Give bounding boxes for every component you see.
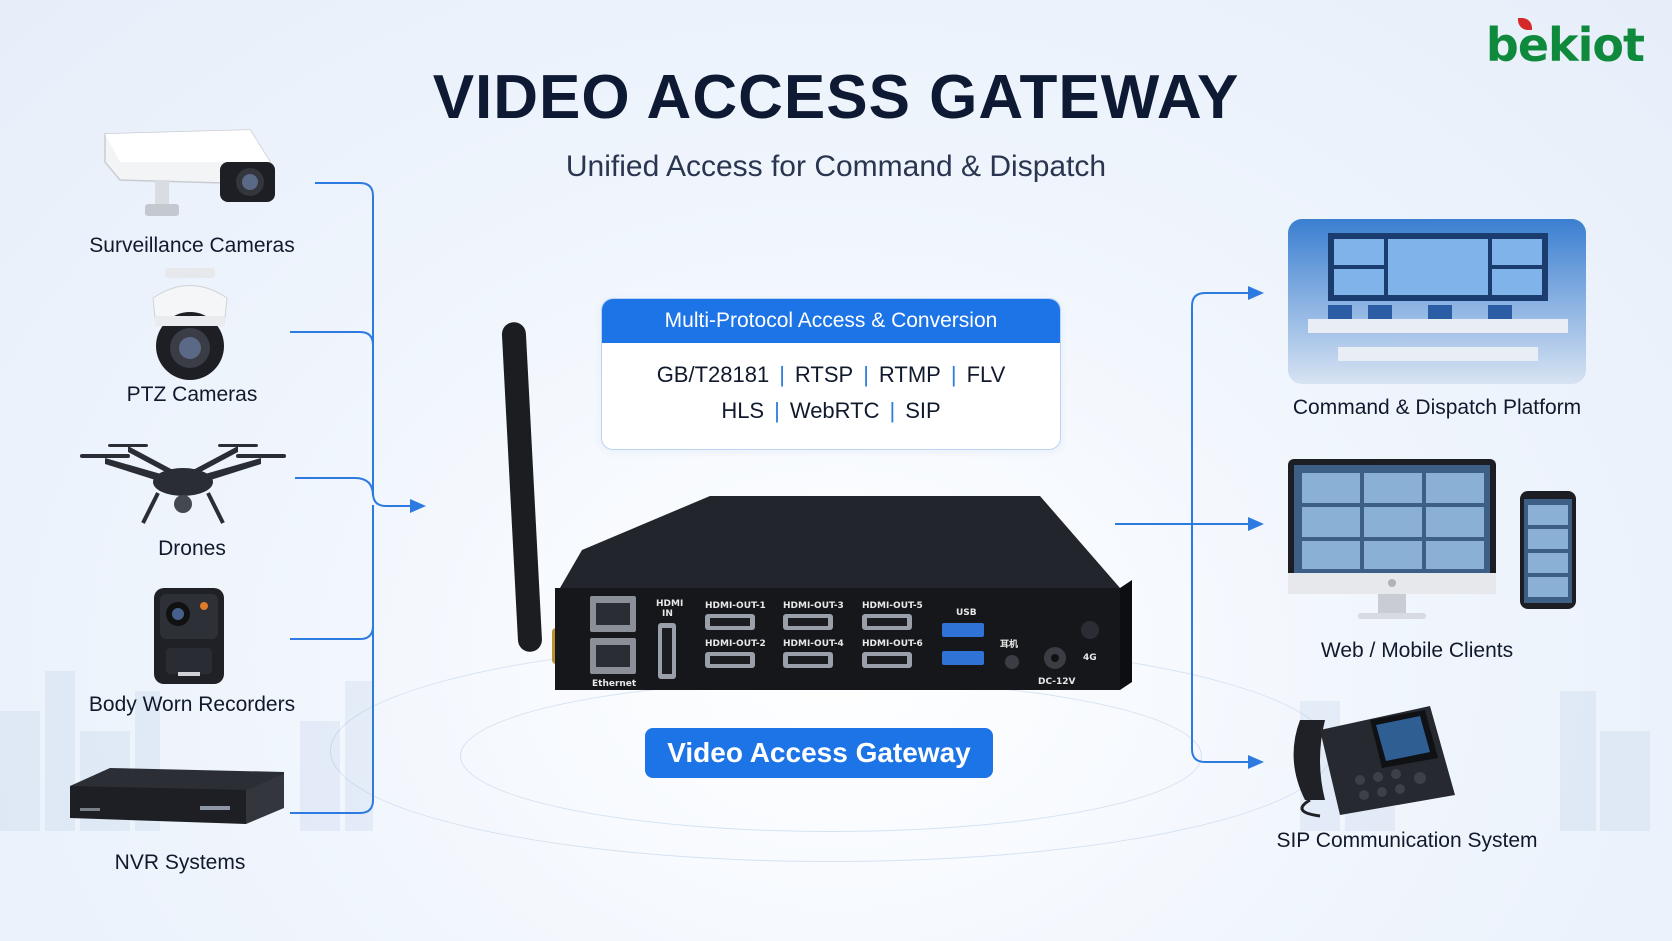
protocol-item: SIP bbox=[905, 398, 941, 423]
port-label-hdmi-in: HDMI bbox=[656, 599, 683, 609]
protocol-row-2: HLS| WebRTC| SIP bbox=[721, 398, 941, 423]
nvr-icon bbox=[70, 768, 284, 824]
protocol-item: HLS bbox=[721, 398, 765, 423]
port-label-ethernet: Ethernet bbox=[592, 679, 637, 689]
source-label-surveillance: Surveillance Cameras bbox=[89, 234, 295, 257]
port-label-hdmi-out-5: HDMI-OUT-5 bbox=[862, 601, 923, 611]
protocol-item: RTSP bbox=[794, 362, 854, 387]
port-label-hdmi-out-2: HDMI-OUT-2 bbox=[705, 639, 766, 649]
port-label-dc: DC-12V bbox=[1038, 677, 1076, 687]
brand-logo: bekiot bbox=[1485, 18, 1645, 72]
control-room-icon bbox=[1288, 219, 1586, 384]
protocol-row-1: GB/T28181| RTSP| RTMP| FLV bbox=[656, 362, 1006, 387]
gateway-label: Video Access Gateway bbox=[645, 728, 993, 778]
bullet-camera-icon bbox=[104, 129, 275, 216]
protocol-panel: Multi-Protocol Access & Conversion GB/T2… bbox=[601, 298, 1061, 450]
protocol-panel-header: Multi-Protocol Access & Conversion bbox=[602, 299, 1060, 343]
port-label-earphone: 耳机 bbox=[1000, 638, 1018, 650]
page-subtitle: Unified Access for Command & Dispatch bbox=[565, 150, 1107, 183]
port-label-hdmi-out-4: HDMI-OUT-4 bbox=[783, 639, 844, 649]
protocol-item: FLV bbox=[966, 362, 1006, 387]
port-label-hdmi-in-2: IN bbox=[662, 609, 673, 619]
protocol-item: RTMP bbox=[878, 362, 941, 387]
monitor-phone-icon bbox=[1288, 459, 1576, 619]
drone-icon bbox=[80, 444, 286, 524]
port-label-hdmi-out-6: HDMI-OUT-6 bbox=[862, 639, 923, 649]
destination-label-clients: Web / Mobile Clients bbox=[1320, 639, 1514, 662]
destination-label-command: Command & Dispatch Platform bbox=[1292, 396, 1582, 419]
page-title: VIDEO ACCESS GATEWAY bbox=[432, 63, 1240, 132]
destination-label-sip: SIP Communication System bbox=[1276, 829, 1538, 852]
source-label-body-worn: Body Worn Recorders bbox=[88, 693, 296, 716]
body-camera-icon bbox=[154, 588, 224, 684]
gateway-device: Ethernet HDMI IN HDMI-OUT-1 HDMI-OUT-2 H… bbox=[501, 322, 1132, 690]
port-label-usb: USB bbox=[956, 608, 977, 618]
protocol-item: WebRTC bbox=[789, 398, 880, 423]
source-label-drones: Drones bbox=[158, 537, 226, 560]
ptz-camera-icon bbox=[152, 268, 228, 380]
port-label-hdmi-out-1: HDMI-OUT-1 bbox=[705, 601, 766, 611]
port-label-4g: 4G bbox=[1083, 653, 1097, 663]
port-label-hdmi-out-3: HDMI-OUT-3 bbox=[783, 601, 844, 611]
logo-leaf-icon bbox=[1518, 18, 1532, 30]
ip-phone-icon bbox=[1293, 706, 1455, 818]
protocol-item: GB/T28181 bbox=[656, 362, 770, 387]
source-label-ptz: PTZ Cameras bbox=[126, 383, 258, 406]
source-label-nvr: NVR Systems bbox=[114, 851, 246, 874]
